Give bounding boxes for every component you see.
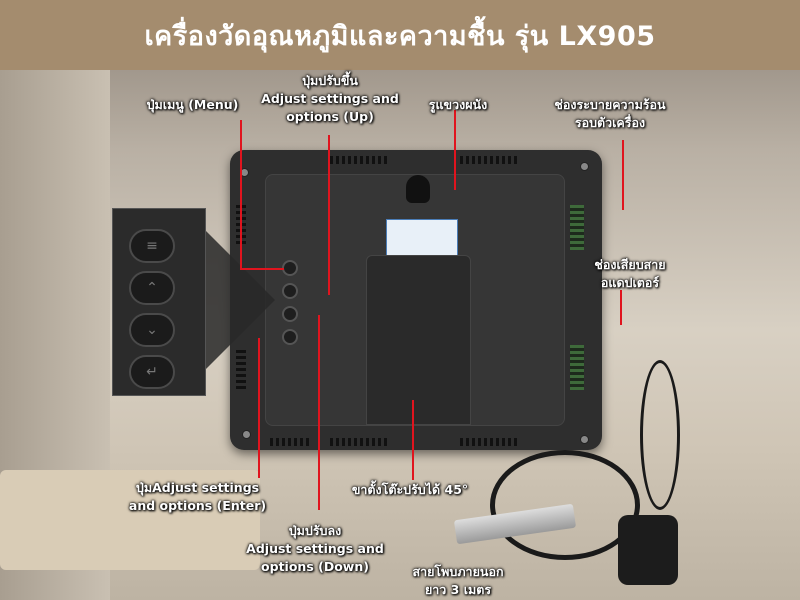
label-enter-1: ปุ่มAdjust settings xyxy=(135,480,260,495)
label-probe-2: ยาว 3 เมตร xyxy=(424,582,492,597)
label-menu: ปุ่มเมนู (Menu) xyxy=(146,97,239,112)
screw-icon xyxy=(580,162,589,171)
down-button[interactable] xyxy=(282,306,298,322)
label-stand: ขาตั้งโต๊ะปรับได้ 45° xyxy=(351,482,469,497)
label-probe-1: สายโพบภายนอก xyxy=(412,564,504,579)
pointer-line xyxy=(454,110,456,190)
pointer-line xyxy=(318,315,320,510)
label-adapter-2: อแดปเตอร์ xyxy=(600,275,660,290)
pointer-line xyxy=(622,140,624,210)
vent xyxy=(570,205,584,250)
sofa xyxy=(0,470,260,570)
label-adapter-1: ช่องเสียบสาย xyxy=(594,257,666,272)
adapter-cable xyxy=(640,360,680,510)
screw-icon xyxy=(242,430,251,439)
vent xyxy=(460,156,520,164)
desk-stand xyxy=(366,255,471,425)
label-up-en2: options (Up) xyxy=(286,109,374,124)
label-down-en2: options (Down) xyxy=(261,559,369,574)
pointer-line xyxy=(258,338,260,478)
up-icon: ⌃ xyxy=(129,271,175,305)
label-probe: สายโพบภายนอก ยาว 3 เมตร xyxy=(398,563,518,599)
label-adapter-port: ช่องเสียบสาย อแดปเตอร์ xyxy=(575,256,685,292)
label-wall-hole: รูแขวงผนัง xyxy=(428,97,488,112)
label-down: ปุ่มปรับลง Adjust settings and options (… xyxy=(240,522,390,576)
back-panel xyxy=(265,174,565,426)
label-enter-2: and options (Enter) xyxy=(128,498,267,513)
label-down-th: ปุ่มปรับลง xyxy=(288,523,342,538)
title-band: เครื่องวัดอุณหภูมิและความชื้น รุ่น LX905 xyxy=(0,0,800,70)
probe-cable xyxy=(490,450,640,560)
label-up-en1: Adjust settings and xyxy=(261,91,399,106)
up-button[interactable] xyxy=(282,283,298,299)
buttons-closeup: ≡ ⌃ ⌄ ↵ xyxy=(112,208,206,396)
pointer-line xyxy=(412,400,414,480)
vent xyxy=(270,438,310,446)
down-icon: ⌄ xyxy=(129,313,175,347)
label-vent-2: รอบตัวเครื่อง xyxy=(574,115,646,130)
enter-button[interactable] xyxy=(282,329,298,345)
label-enter: ปุ่มAdjust settings and options (Enter) xyxy=(125,479,270,515)
vent xyxy=(460,438,520,446)
vent xyxy=(330,156,390,164)
thermometer-device-back xyxy=(230,150,602,450)
vent xyxy=(330,438,390,446)
label-up: ปุ่มปรับขึ้น Adjust settings and options… xyxy=(255,72,405,126)
wall-hang-hole xyxy=(406,175,430,203)
power-adapter xyxy=(618,515,678,585)
menu-button[interactable] xyxy=(282,260,298,276)
pointer-line xyxy=(240,120,242,270)
menu-icon: ≡ xyxy=(129,229,175,263)
label-vent-1: ช่องระบายความร้อน xyxy=(554,97,666,112)
enter-icon: ↵ xyxy=(129,355,175,389)
screw-icon xyxy=(580,435,589,444)
label-vent: ช่องระบายความร้อน รอบตัวเครื่อง xyxy=(535,96,685,132)
label-up-th: ปุ่มปรับขึ้น xyxy=(302,73,358,88)
pointer-line xyxy=(328,135,330,295)
pointer-line xyxy=(240,268,284,270)
label-down-en1: Adjust settings and xyxy=(246,541,384,556)
page-title: เครื่องวัดอุณหภูมิและความชื้น รุ่น LX905 xyxy=(144,20,656,52)
vent xyxy=(570,345,584,390)
vent xyxy=(236,350,246,390)
pointer-line xyxy=(620,290,622,325)
spec-sticker xyxy=(386,219,458,259)
